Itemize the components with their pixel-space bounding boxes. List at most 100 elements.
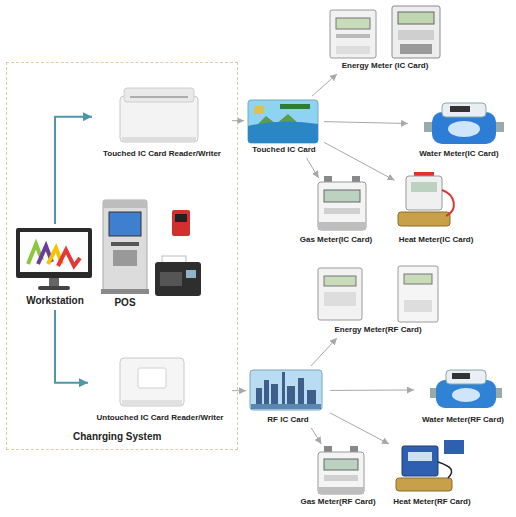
workstation-monitor-part bbox=[49, 278, 59, 286]
energy-meter-ic-part bbox=[398, 12, 434, 24]
contact-card-reader-part bbox=[130, 96, 188, 98]
energy-meter-ic-part bbox=[336, 46, 370, 54]
pos-kiosk-part bbox=[101, 289, 149, 294]
workstation: Workstation bbox=[12, 224, 98, 310]
water-meter-rf-part bbox=[452, 373, 470, 379]
energy-meter-ic bbox=[330, 6, 440, 58]
pos-kiosk-part bbox=[103, 200, 147, 208]
heat-meter-rf-part bbox=[402, 446, 438, 476]
energy-meter-ic-part bbox=[398, 30, 434, 40]
gas-meter-ic-part bbox=[352, 176, 360, 182]
node-label: Heat Meter(IC Card) bbox=[399, 235, 474, 245]
node-label: Untouched IC Card Reader/Writer bbox=[97, 413, 224, 423]
pos-kiosk bbox=[101, 200, 201, 296]
energy-meter-ic-part bbox=[330, 10, 376, 58]
node-label: Touched IC Card bbox=[252, 145, 315, 155]
gas-meter-ic-part bbox=[324, 176, 332, 182]
connector-arrow bbox=[324, 122, 408, 124]
water-meter-ic bbox=[424, 103, 504, 144]
card-reader: Touched IC Card Reader/Writer bbox=[92, 84, 232, 162]
energy-meter-rf bbox=[318, 266, 438, 322]
node-label: Water Meter(RF Card) bbox=[422, 415, 504, 425]
gas-meter-rf-part bbox=[318, 452, 364, 494]
pos-kiosk-part bbox=[175, 214, 187, 222]
connector-arrow bbox=[307, 158, 319, 178]
contact-ic-card-part bbox=[248, 121, 318, 143]
node-label: Gas Meter(IC Card) bbox=[300, 235, 372, 245]
gas-meter-rf-part bbox=[318, 487, 364, 494]
workstation-monitor bbox=[16, 228, 92, 290]
gas-meter-rf-part bbox=[350, 446, 358, 452]
heat-meter-ic-part bbox=[442, 190, 454, 216]
pos-kiosk-part bbox=[103, 200, 147, 292]
water-meter-rf-part bbox=[446, 370, 486, 384]
node-label: Workstation bbox=[26, 295, 84, 307]
connector-arrow bbox=[55, 310, 88, 383]
ic-card: Touched IC Card bbox=[244, 96, 324, 158]
heat-meter-ic bbox=[398, 172, 454, 226]
water-meter-ic-part bbox=[442, 103, 486, 117]
connector-arrow bbox=[311, 428, 321, 444]
contact-card-reader bbox=[120, 88, 198, 142]
gas-meter-rf-part bbox=[324, 459, 358, 470]
energy-meter-rf-part bbox=[324, 276, 356, 286]
contactless-card-reader-part bbox=[122, 400, 182, 405]
pos-kiosk-part bbox=[155, 262, 201, 296]
system-region: Chanrging System Touched IC Card Reader/W… bbox=[6, 62, 238, 450]
rf-ic-card-part bbox=[264, 380, 269, 406]
energy-meter-ic-part bbox=[400, 44, 432, 54]
heat-meter-ic-part bbox=[411, 182, 437, 192]
card-reader: Untouched IC Card Reader/Writer bbox=[88, 352, 232, 426]
contactless-card-reader bbox=[120, 358, 184, 406]
node-label: Water Meter(IC Card) bbox=[419, 149, 498, 159]
connector-arrow bbox=[232, 390, 246, 391]
rf-ic-card-part bbox=[251, 404, 321, 409]
node-label: RF IC Card bbox=[267, 415, 308, 425]
rf-ic-card-part bbox=[307, 390, 316, 406]
heat-meter-rf bbox=[396, 440, 464, 491]
contact-card-reader-part bbox=[122, 137, 196, 141]
heat-meter-rf-part bbox=[444, 440, 464, 454]
ic-card: RF IC Card bbox=[246, 366, 330, 428]
gas-meter: Gas Meter(RF Card) bbox=[296, 444, 380, 510]
contact-ic-card-part bbox=[248, 100, 318, 143]
connector-arrow bbox=[324, 142, 395, 180]
connector-arrow bbox=[312, 74, 337, 96]
gas-meter-ic-part bbox=[318, 182, 366, 230]
gas-meter-rf-part bbox=[324, 446, 332, 452]
contact-card-reader-part bbox=[120, 96, 198, 142]
gas-meter-ic-part bbox=[318, 222, 366, 230]
connector-arrow bbox=[330, 413, 389, 444]
node-label: Energy Meter (IC Card) bbox=[342, 61, 429, 71]
water-meter-ic-part bbox=[448, 121, 480, 137]
contact-card-reader-part bbox=[124, 88, 194, 102]
rf-ic-card-part bbox=[271, 384, 278, 406]
energy-meter-ic-part bbox=[392, 6, 440, 58]
contact-ic-card-part bbox=[254, 106, 264, 114]
energy-meter: Energy Meter(RF Card) bbox=[312, 262, 444, 338]
rf-ic-card bbox=[250, 370, 322, 410]
rf-ic-card-part bbox=[256, 388, 262, 406]
gas-meter-rf bbox=[318, 446, 364, 494]
energy-meter-rf-part bbox=[404, 300, 432, 312]
rf-ic-card-part bbox=[282, 372, 285, 406]
gas-meter-rf-part bbox=[324, 475, 358, 481]
contactless-card-reader-part bbox=[120, 358, 184, 406]
heat-meter: Heat Meter(RF Card) bbox=[389, 436, 475, 510]
pos-kiosk-part bbox=[172, 210, 190, 236]
energy-meter: Energy Meter (IC Card) bbox=[326, 2, 444, 74]
workstation-monitor-part bbox=[38, 286, 70, 290]
water-meter-rf-part bbox=[452, 388, 480, 402]
pos-terminal: POS bbox=[98, 198, 152, 312]
energy-meter-ic-part bbox=[336, 18, 370, 29]
heat-meter: Heat Meter(IC Card) bbox=[395, 170, 478, 248]
water-meter-ic-part bbox=[450, 106, 470, 112]
pos-kiosk-part bbox=[186, 270, 196, 278]
heat-meter-ic-part bbox=[398, 212, 450, 226]
node-label: Chanrging System bbox=[73, 431, 161, 443]
node-label: Heat Meter(RF Card) bbox=[393, 497, 470, 507]
rf-ic-card-part bbox=[298, 378, 304, 406]
heat-meter-rf-part bbox=[408, 452, 432, 461]
water-meter-rf bbox=[430, 370, 502, 408]
